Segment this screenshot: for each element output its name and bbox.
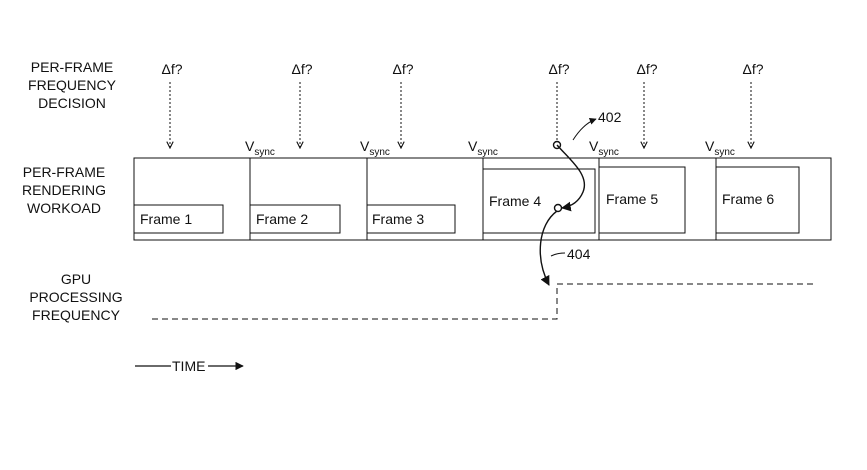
frame-label: Frame 6 [722,191,774,207]
decision-row-label: PER-FRAME FREQUENCY DECISION [28,59,117,111]
workload-label-line-3: WORKOAD [27,200,101,216]
frame-4-box: Frame 4 [482,168,596,234]
time-label: TIME [172,358,205,374]
decision-marker: Δf? [636,61,658,148]
decision-flow-arrow [556,144,586,212]
workload-row-label: PER-FRAME RENDERING WORKOAD [22,164,106,216]
frame-1-box: Frame 1 [133,204,224,234]
frame-6-box: Frame 6 [715,166,800,234]
decision-label-line-2: FREQUENCY [28,77,117,93]
frame-label: Frame 4 [489,193,541,209]
decision-marker: Δf? [291,61,313,148]
vsync-label: Vsync [705,138,735,158]
delta-f-label: Δf? [742,61,763,77]
decision-label-line-1: PER-FRAME [31,59,113,75]
frame-label: Frame 2 [256,211,308,227]
vsync-sub: sync [598,147,619,158]
decision-marker: Δf? [742,61,764,148]
frame-2-box: Frame 2 [249,204,341,234]
frame-box-outline [133,204,224,234]
callout-404-leader [550,252,566,257]
decision-marker: Δf? [161,61,183,148]
decision-label-line-3: DECISION [38,95,106,111]
vsync-sub: sync [369,147,390,158]
vsync-base: V [705,138,715,154]
gpu-label-line-2: PROCESSING [29,289,122,305]
vsync-label: Vsync [589,138,619,158]
workload-label-line-1: PER-FRAME [23,164,105,180]
gpu-frequency-step-line [152,283,815,320]
frame-box-outline [598,166,686,234]
delta-f-label: Δf? [548,61,569,77]
decision-marker: Δf? [548,61,570,140]
vsync-base: V [245,138,255,154]
frame-label: Frame 5 [606,191,658,207]
frame-start-node [553,203,563,213]
delta-f-label: Δf? [161,61,182,77]
vsync-sub: sync [477,147,498,158]
gpu-label-line-3: FREQUENCY [32,307,121,323]
frame-box-outline [715,166,800,234]
vsync-sub: sync [714,147,735,158]
delta-f-label: Δf? [392,61,413,77]
gpu-row-label: GPU PROCESSING FREQUENCY [29,271,122,323]
frame-5-box: Frame 5 [598,166,686,234]
frame-box-outline [366,204,456,234]
workload-label-line-2: RENDERING [22,182,106,198]
gpu-label-line-1: GPU [61,271,91,287]
delta-f-label: Δf? [291,61,312,77]
frame-label: Frame 1 [140,211,192,227]
vsync-label: Vsync [468,138,498,158]
frame-label: Frame 3 [372,211,424,227]
callout-402-leader [572,117,597,141]
vsync-label: Vsync [360,138,390,158]
vsync-base: V [360,138,370,154]
frame-box-outline [249,204,341,234]
vsync-base: V [589,138,599,154]
decision-marker: Δf? [392,61,414,148]
frame-3-box: Frame 3 [366,204,456,234]
vsync-base: V [468,138,478,154]
vsync-sub: sync [254,147,275,158]
callout-402-label: 402 [598,109,622,125]
callout-404-label: 404 [567,246,591,262]
delta-f-label: Δf? [636,61,657,77]
vsync-label: Vsync [245,138,275,158]
frequency-change-arrow [539,210,558,286]
